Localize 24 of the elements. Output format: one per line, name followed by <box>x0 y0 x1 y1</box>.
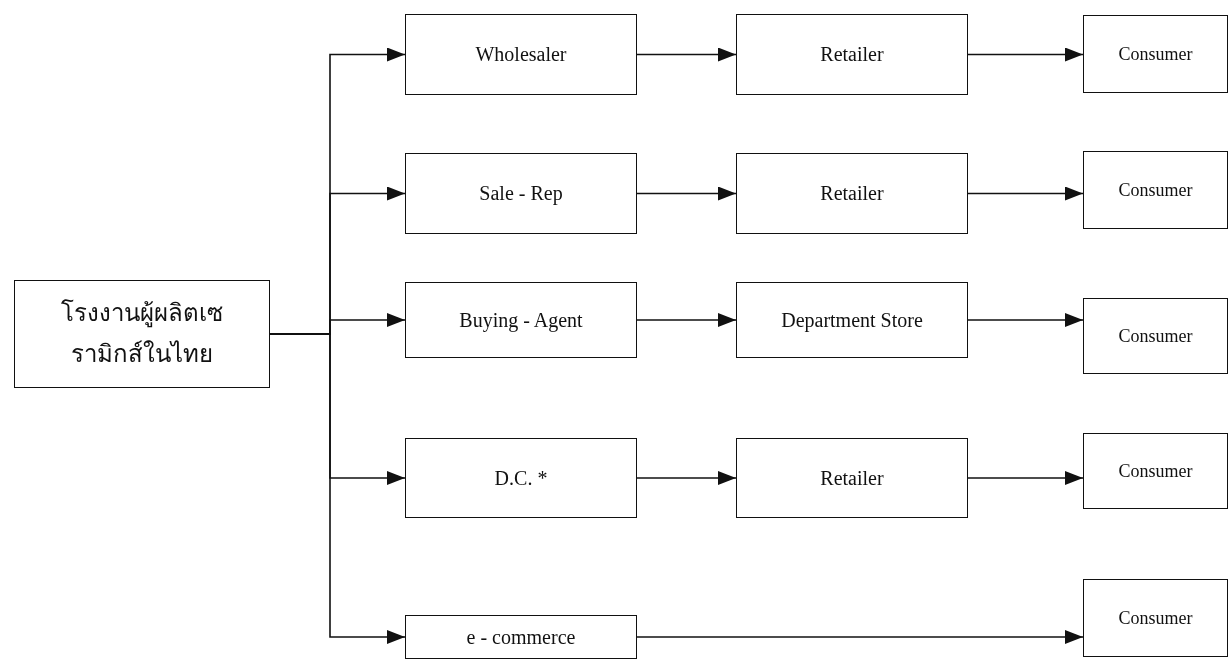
arrow <box>967 47 1084 62</box>
arrow <box>967 471 1084 485</box>
process-box: D.C. * <box>405 438 637 518</box>
process-box: Wholesaler <box>405 14 637 95</box>
process-box: Retailer <box>736 153 968 234</box>
process-box: e - commerce <box>405 615 637 659</box>
arrow <box>967 186 1084 201</box>
arrow <box>967 313 1084 327</box>
process-box: Consumer <box>1083 433 1228 509</box>
process-box: Sale - Rep <box>405 153 637 234</box>
process-box: Retailer <box>736 438 968 518</box>
source-box: โรงงานผู้ผลิตเซรามิกส์ในไทย <box>14 280 270 388</box>
process-box: Buying - Agent <box>405 282 637 358</box>
process-box: Department Store <box>736 282 968 358</box>
process-box: Consumer <box>1083 298 1228 374</box>
process-box: Retailer <box>736 14 968 95</box>
arrow <box>636 186 737 201</box>
process-box: Consumer <box>1083 579 1228 657</box>
arrow <box>636 313 737 327</box>
process-box: Consumer <box>1083 151 1228 229</box>
arrow <box>636 471 737 485</box>
arrow <box>636 47 737 62</box>
arrow <box>636 630 1084 644</box>
process-box: Consumer <box>1083 15 1228 93</box>
